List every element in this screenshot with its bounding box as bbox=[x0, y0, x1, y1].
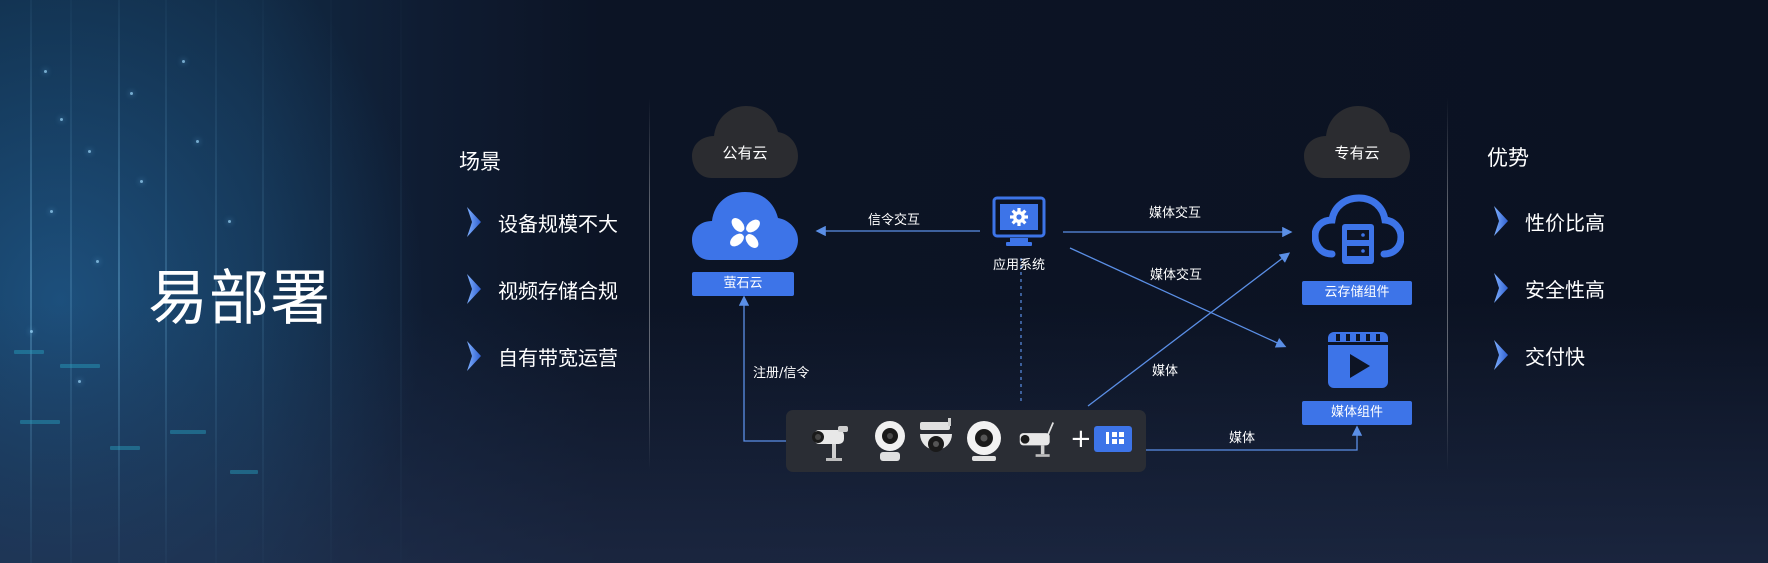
scenario-item: 设备规模不大 bbox=[464, 205, 618, 239]
chevron-right-icon bbox=[467, 341, 481, 371]
advantage-item-label: 交付快 bbox=[1525, 344, 1585, 369]
private-cloud: 专有云 bbox=[1304, 104, 1410, 180]
advantage-item-label: 性价比高 bbox=[1525, 210, 1605, 235]
edge-register-signaling bbox=[738, 295, 786, 442]
divider-right bbox=[1447, 98, 1448, 470]
monitor-gear-icon bbox=[992, 196, 1046, 246]
storage-component-tag: 云存储组件 bbox=[1302, 281, 1412, 305]
device-bar: + bbox=[786, 410, 1146, 472]
edge-label-register-signaling: 注册/信令 bbox=[753, 366, 810, 381]
advantage-item-label: 安全性高 bbox=[1525, 277, 1605, 302]
bullet-camera-icon bbox=[812, 426, 848, 461]
ptz-camera-icon bbox=[920, 418, 952, 452]
scenario-heading: 场景 bbox=[459, 150, 501, 174]
public-cloud: 公有云 bbox=[692, 104, 798, 180]
edge-label-media-interaction-1: 媒体交互 bbox=[1149, 206, 1202, 221]
advantage-item: 交付快 bbox=[1491, 338, 1585, 372]
page-title: 易部署 bbox=[148, 264, 331, 334]
device-plus: + bbox=[1070, 424, 1092, 454]
scenario-item-label: 自有带宽运营 bbox=[498, 345, 618, 370]
edge-device-media-right bbox=[1146, 425, 1363, 451]
scenario-item: 视频存储合规 bbox=[464, 272, 618, 306]
cloud-icon bbox=[1304, 106, 1410, 178]
edge-media-interaction-2 bbox=[1069, 247, 1287, 348]
chevron-right-icon bbox=[467, 274, 481, 304]
private-cloud-label: 专有云 bbox=[1334, 144, 1380, 162]
media-play-icon bbox=[1328, 332, 1388, 388]
edge-label-media-2: 媒体 bbox=[1229, 431, 1256, 446]
cloud-icon bbox=[692, 106, 798, 178]
ezviz-cloud-tag: 萤石云 bbox=[692, 272, 794, 296]
chevron-right-icon bbox=[1494, 273, 1508, 303]
cloud-storage-icon bbox=[1312, 194, 1404, 264]
indoor-camera-icon bbox=[875, 421, 905, 461]
ezviz-cloud-icon bbox=[692, 192, 798, 260]
edge-label-media-1: 媒体 bbox=[1152, 364, 1179, 379]
storage-device-icon bbox=[1094, 426, 1132, 452]
scenario-item-label: 设备规模不大 bbox=[498, 211, 618, 236]
dome-camera-icon bbox=[967, 421, 1001, 461]
scenario-item: 自有带宽运营 bbox=[464, 339, 618, 373]
edge-device-media-up bbox=[1087, 252, 1291, 407]
media-component-tag: 媒体组件 bbox=[1302, 401, 1412, 425]
divider-left bbox=[649, 98, 650, 470]
advantage-item: 性价比高 bbox=[1491, 204, 1605, 238]
edge-label-media-interaction-2: 媒体交互 bbox=[1150, 268, 1203, 283]
wifi-bullet-camera-icon bbox=[1019, 422, 1055, 457]
chevron-right-icon bbox=[467, 207, 481, 237]
advantage-item: 安全性高 bbox=[1491, 271, 1605, 305]
scenario-item-label: 视频存储合规 bbox=[498, 278, 618, 303]
app-system-label: 应用系统 bbox=[993, 258, 1046, 273]
edge-label-signaling: 信令交互 bbox=[868, 213, 921, 228]
chevron-right-icon bbox=[1494, 206, 1508, 236]
public-cloud-label: 公有云 bbox=[722, 144, 768, 162]
advantages-heading: 优势 bbox=[1487, 146, 1529, 170]
chevron-right-icon bbox=[1494, 340, 1508, 370]
